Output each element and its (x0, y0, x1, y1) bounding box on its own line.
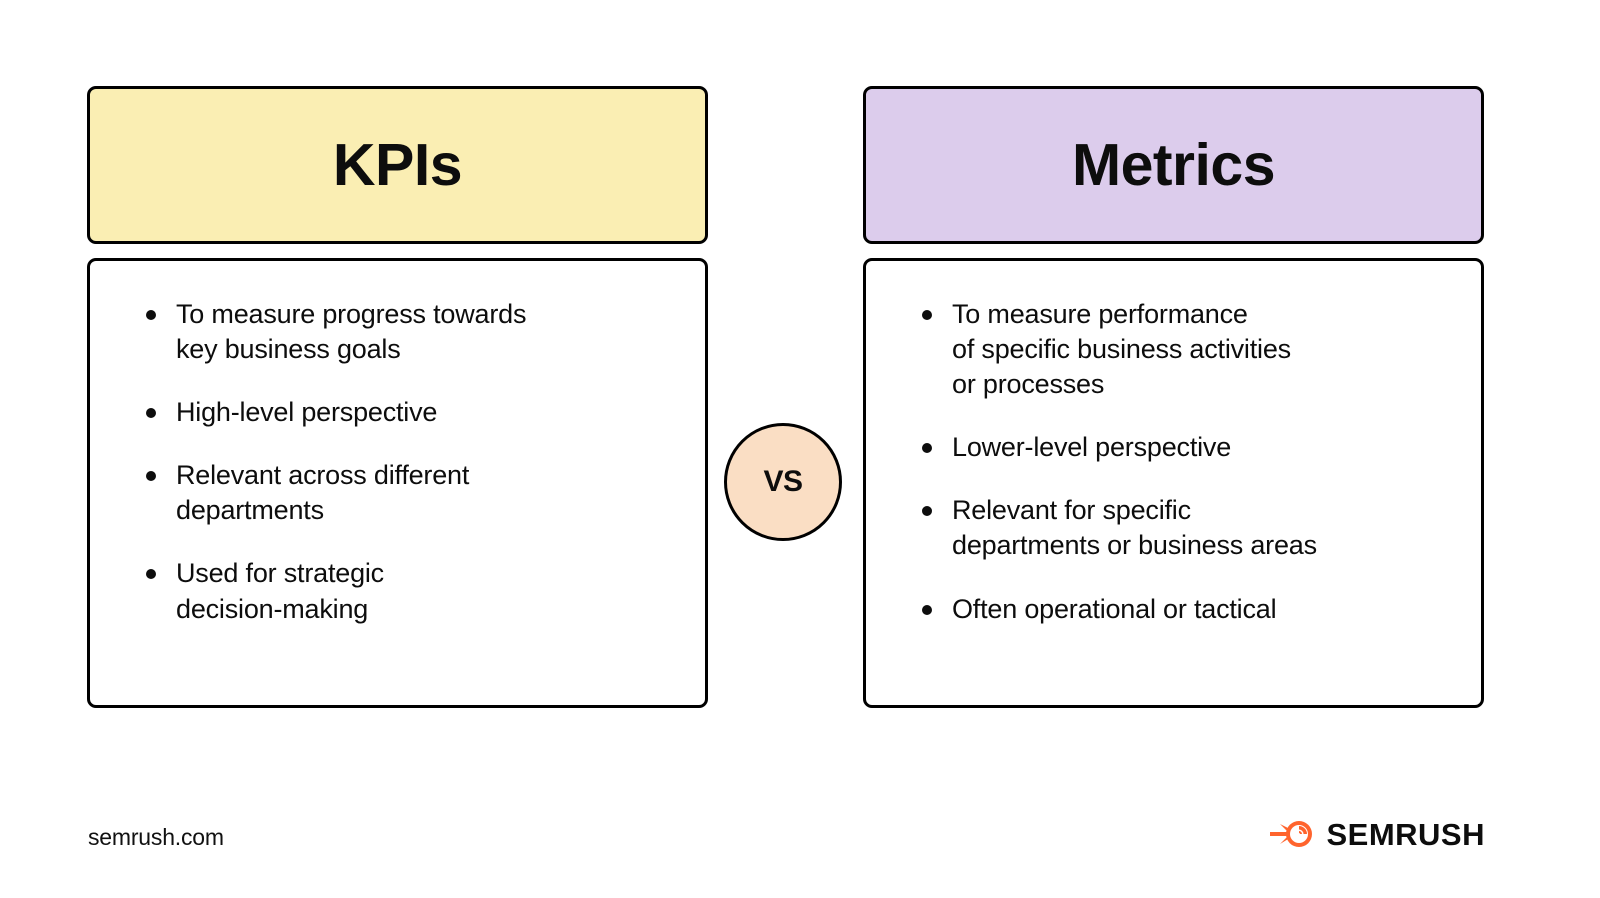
list-item-label: High-level perspective (176, 397, 438, 428)
comparison-column-kpis: KPIs To measure progress towards key bus… (87, 86, 708, 708)
list-item: High-level perspective (146, 395, 677, 430)
bullet-list-metrics: To measure performance of specific busin… (922, 297, 1453, 627)
vs-label: VS (763, 465, 803, 498)
list-item: To measure progress towards key business… (146, 297, 677, 367)
list-item: Lower-level perspective (922, 430, 1453, 465)
bullet-dot-icon (922, 310, 932, 320)
semrush-logo: SEMRUSH (1268, 818, 1485, 850)
semrush-wordmark: SEMRUSH (1326, 816, 1485, 852)
list-item-label: Used for strategic decision-making (176, 558, 384, 624)
list-item: To measure performance of specific busin… (922, 297, 1453, 402)
bullet-dot-icon (146, 310, 156, 320)
column-header-metrics: Metrics (863, 86, 1484, 244)
bullet-dot-icon (146, 471, 156, 482)
column-body-kpis: To measure progress towards key business… (87, 258, 708, 708)
footer-url: semrush.com (88, 824, 224, 850)
column-body-metrics: To measure performance of specific busin… (863, 258, 1484, 708)
column-header-kpis: KPIs (87, 86, 708, 244)
list-item: Used for strategic decision-making (146, 556, 677, 626)
column-title-kpis: KPIs (332, 131, 463, 198)
list-item-label: Lower-level perspective (952, 432, 1232, 463)
vs-badge: VS (724, 423, 842, 541)
list-item: Relevant across different departments (146, 458, 677, 528)
list-item-label: To measure progress towards key business… (176, 299, 527, 365)
list-item-label: Relevant across different departments (176, 460, 470, 526)
semrush-comet-icon (1270, 821, 1313, 847)
bullet-list-kpis: To measure progress towards key business… (146, 297, 677, 627)
bullet-dot-icon (146, 569, 156, 580)
bullet-dot-icon (922, 604, 932, 615)
column-title-metrics: Metrics (1071, 131, 1276, 198)
bullet-dot-icon (922, 443, 932, 454)
list-item-label: Often operational or tactical (952, 593, 1277, 624)
bullet-dot-icon (146, 408, 156, 419)
list-item: Often operational or tactical (922, 592, 1453, 627)
list-item-label: Relevant for specific departments or bus… (952, 495, 1317, 561)
list-item: Relevant for specific departments or bus… (922, 493, 1453, 563)
bullet-dot-icon (922, 506, 932, 517)
comparison-column-metrics: Metrics To measure performance of specif… (863, 86, 1484, 708)
list-item-label: To measure performance of specific busin… (952, 299, 1291, 400)
